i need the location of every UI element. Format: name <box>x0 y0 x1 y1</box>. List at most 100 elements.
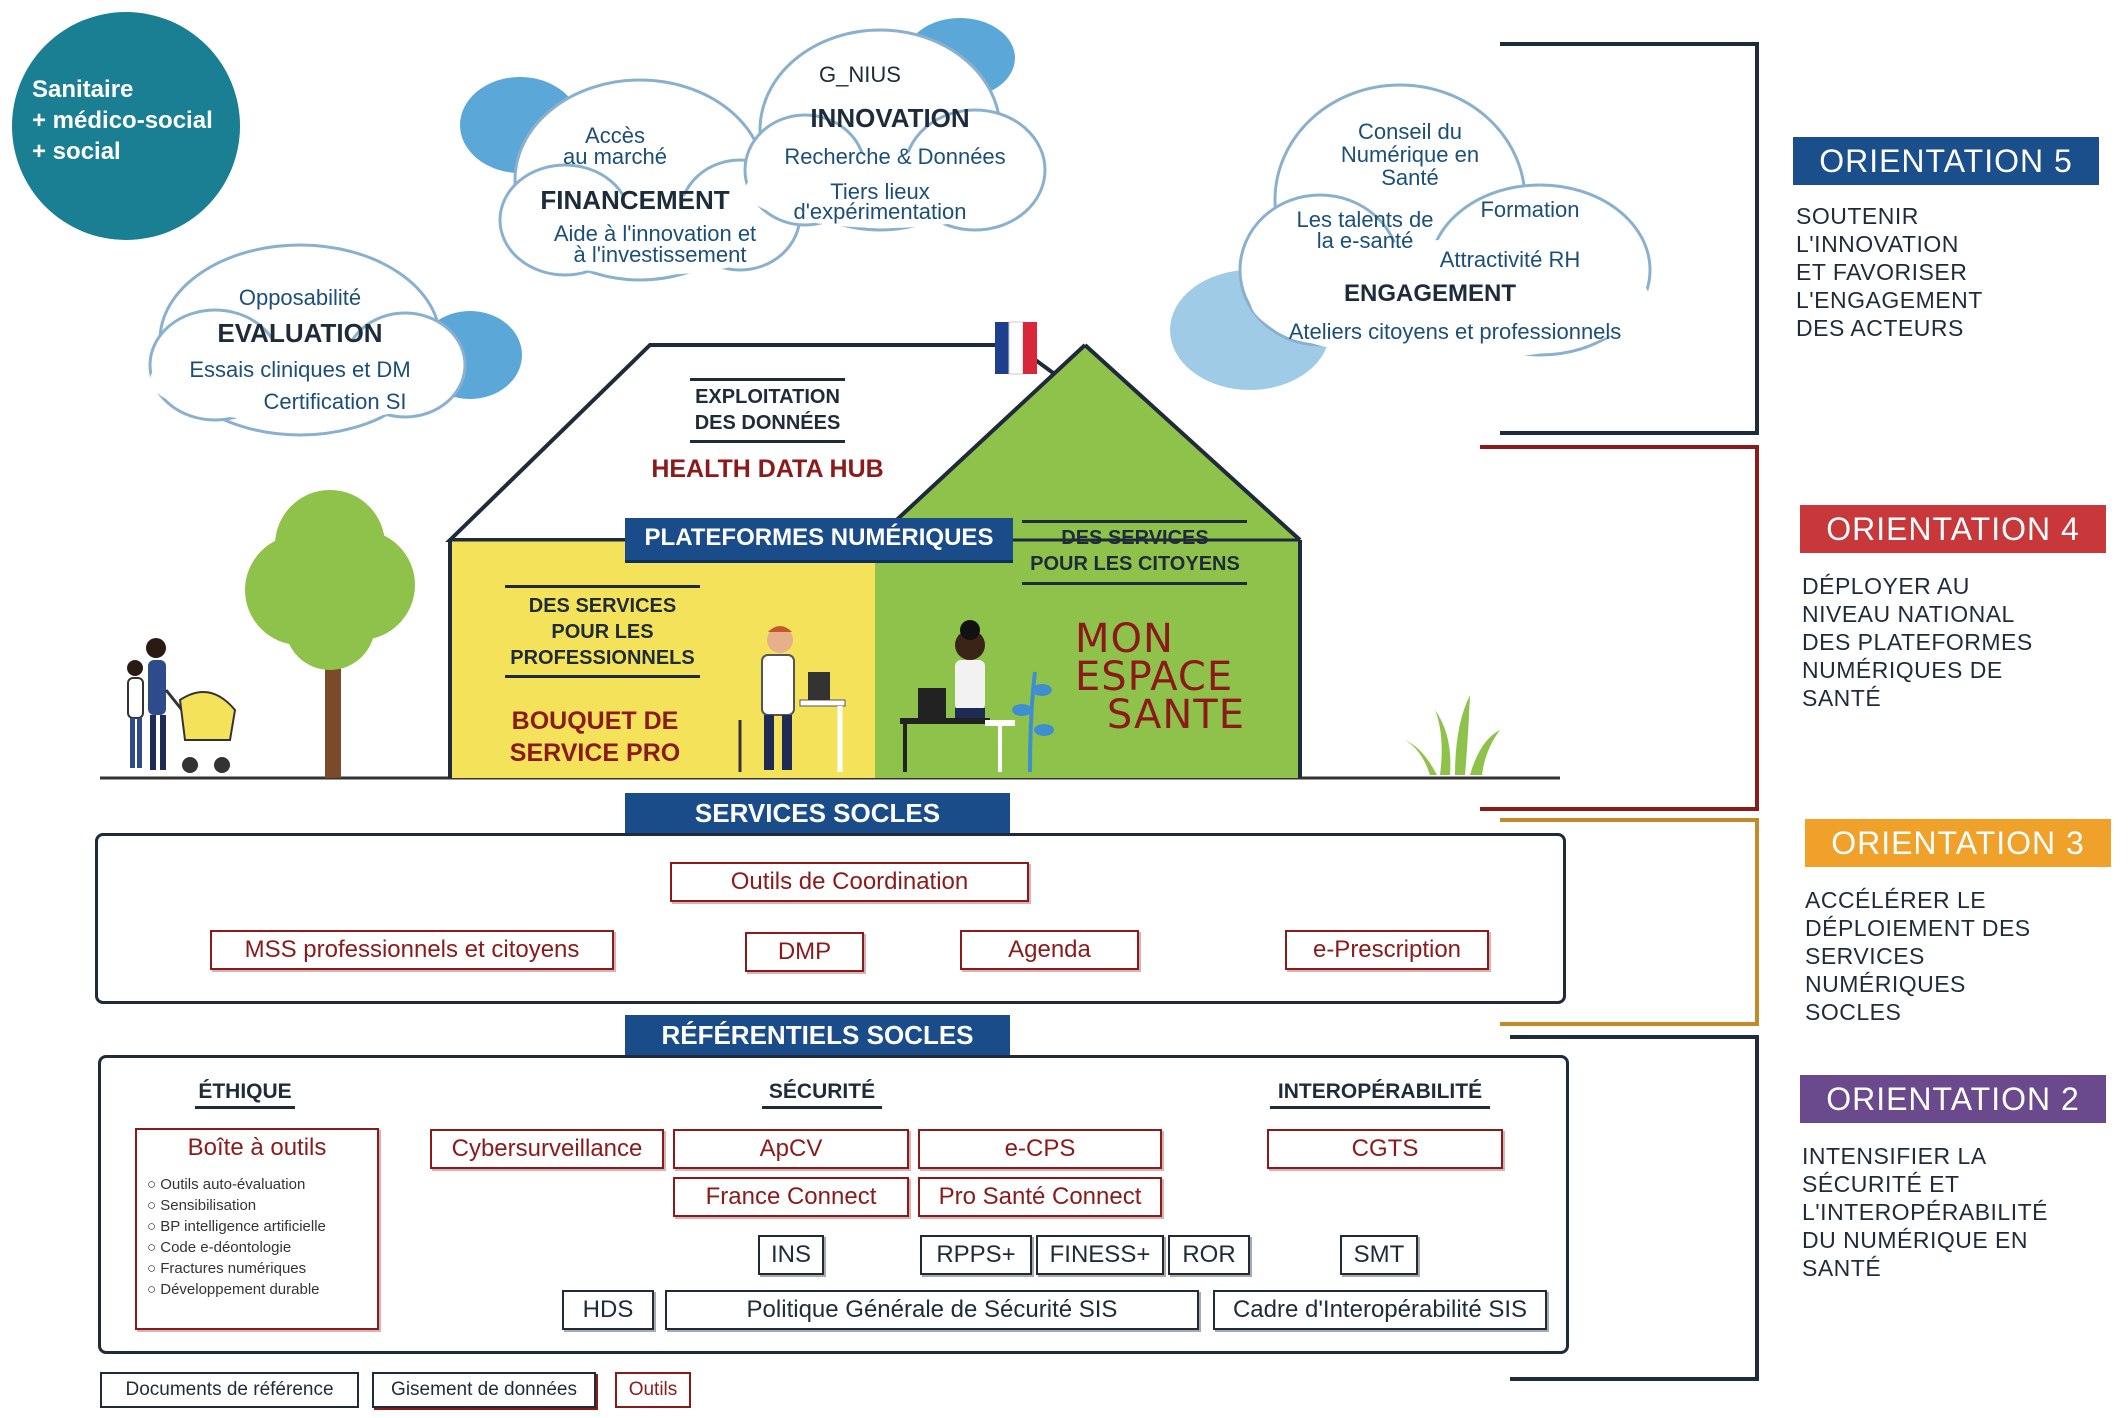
ethique-heading: ÉTHIQUE <box>195 1080 295 1109</box>
plateformes-numeriques-band: PLATEFORMES NUMÉRIQUES <box>625 518 1013 560</box>
yellow-wall <box>450 540 875 778</box>
sector-line: Sanitaire <box>32 76 134 103</box>
tool-item: ○ Outils auto-évaluation <box>147 1176 306 1193</box>
orientation-4-badge: ORIENTATION 4 <box>1800 505 2106 553</box>
divider <box>1022 520 1247 523</box>
boite-title: Boîte à outils <box>187 1134 327 1161</box>
cloud-engagement-formation: Formation <box>1480 197 1580 222</box>
ecps-box: e-CPS <box>918 1129 1162 1169</box>
cloud-financement-line1: Aide à l'innovation et <box>553 221 757 246</box>
bouquet-line-2: SERVICE PRO <box>509 739 681 767</box>
cloud-financement-top1: Accès <box>585 123 645 148</box>
boite-a-outils-box: Boîte à outils ○ Outils auto-évaluation … <box>135 1128 379 1330</box>
cloud-innovation-line1: Recherche & Données <box>784 144 1006 169</box>
services-socles-band: SERVICES SOCLES <box>625 793 1010 833</box>
green-gable <box>875 345 1300 540</box>
orientation-3-bracket <box>1500 818 1759 1026</box>
orientation-4-bracket <box>1480 445 1759 811</box>
tool-item: ○ Fractures numériques <box>147 1260 307 1277</box>
cloud-financement-top2: au marché <box>563 144 667 169</box>
mon-espace-sante-logo: MON ESPACE SANTE <box>1075 616 1245 738</box>
cloud-evaluation-top: Opposabilité <box>238 285 362 310</box>
cloud-innovation-title: INNOVATION <box>810 103 970 133</box>
cloud-engagement-top2: Numérique en <box>1340 142 1480 167</box>
legend-documents: Documents de référence <box>100 1372 359 1408</box>
evaluation-cloud <box>148 243 522 437</box>
cloud-innovation-line3: d'expérimentation <box>793 199 967 224</box>
divider <box>690 378 845 381</box>
tool-item: ○ Sensibilisation <box>147 1197 257 1214</box>
family-with-stroller <box>127 638 237 773</box>
tool-item: ○ Code e-déontologie <box>147 1239 292 1256</box>
coordination-box: Outils de Coordination <box>670 862 1029 902</box>
interoperabilite-heading: INTEROPÉRABILITÉ <box>1270 1080 1490 1109</box>
cloud-engagement-rh: Attractivité RH <box>1439 247 1581 272</box>
tool-item: ○ Développement durable <box>147 1281 320 1298</box>
agenda-box: Agenda <box>960 930 1139 970</box>
cloud-financement-title: FINANCEMENT <box>540 185 730 215</box>
cloud-evaluation-line2: Certification SI <box>263 389 407 414</box>
orientation-5-bracket <box>1500 42 1759 435</box>
tool-item: ○ BP intelligence artificielle <box>147 1218 326 1235</box>
legend-outils: Outils <box>615 1372 691 1408</box>
orientation-2-badge: ORIENTATION 2 <box>1800 1075 2106 1123</box>
green-wall <box>875 540 1300 778</box>
cloud-engagement-title: ENGAGEMENT <box>1343 280 1516 307</box>
financement-cloud <box>460 77 802 282</box>
pgssi-box: Politique Générale de Sécurité SIS <box>665 1290 1199 1330</box>
logo-line: SANTE <box>1106 692 1245 738</box>
smt-box: SMT <box>1340 1235 1418 1275</box>
cisis-box: Cadre d'Interopérabilité SIS <box>1213 1290 1547 1330</box>
cloud-engagement-top3: Santé <box>1381 165 1439 190</box>
tree-illustration <box>245 490 415 778</box>
dmp-box: DMP <box>745 932 864 972</box>
exploitation-label-1: EXPLOITATION <box>695 386 840 408</box>
finess-box: FINESS+ <box>1036 1235 1164 1275</box>
pro-services-3: PROFESSIONNELS <box>510 647 695 669</box>
mss-box: MSS professionnels et citoyens <box>210 930 614 970</box>
cloud-engagement-top1: Conseil du <box>1358 119 1462 144</box>
legend-gisement: Gisement de données <box>372 1372 596 1408</box>
ins-box: INS <box>758 1235 824 1275</box>
ror-box: ROR <box>1168 1235 1250 1275</box>
logo-line: MON <box>1075 616 1174 662</box>
eprescription-box: e-Prescription <box>1285 930 1489 970</box>
citizen-services-1: DES SERVICES <box>1061 527 1209 549</box>
divider <box>1022 582 1247 585</box>
cybersurveillance-box: Cybersurveillance <box>430 1129 664 1169</box>
cloud-engagement-talents2: la e-santé <box>1316 228 1414 253</box>
referentiels-socles-band: RÉFÉRENTIELS SOCLES <box>625 1015 1010 1055</box>
cgts-box: CGTS <box>1267 1129 1503 1169</box>
cloud-engagement-bottom: Ateliers citoyens et professionnels <box>1288 319 1622 344</box>
grass-tuft <box>1405 695 1500 775</box>
cloud-engagement-talents1: Les talents de <box>1296 207 1434 232</box>
cloud-innovation-line2: Tiers lieux <box>830 179 930 204</box>
sector-circle: Sanitaire + médico-social + social <box>12 12 240 240</box>
exploitation-label-2: DES DONNÉES <box>694 412 841 434</box>
sector-line: + médico-social <box>32 107 213 134</box>
cloud-evaluation-line1: Essais cliniques et DM <box>189 357 411 382</box>
france-connect-box: France Connect <box>673 1177 909 1217</box>
health-data-hub: HEALTH DATA HUB <box>651 455 884 483</box>
securite-heading: SÉCURITÉ <box>762 1080 882 1109</box>
citizen-services-2: POUR LES CITOYENS <box>1030 553 1240 575</box>
pro-sante-connect-box: Pro Santé Connect <box>918 1177 1162 1217</box>
divider <box>505 585 700 588</box>
pro-services-1: DES SERVICES <box>528 595 677 617</box>
hds-box: HDS <box>562 1290 654 1330</box>
sector-line: + social <box>32 138 121 165</box>
cloud-evaluation-title: EVALUATION <box>217 318 383 348</box>
cloud-financement-line2: à l'investissement <box>573 242 747 267</box>
french-flag-chimney <box>995 321 1037 375</box>
engagement-cloud <box>1170 83 1652 390</box>
innovation-cloud <box>743 18 1047 232</box>
orientation-3-badge: ORIENTATION 3 <box>1805 819 2111 867</box>
orientation-2-bracket <box>1510 1035 1759 1381</box>
bouquet-line-1: BOUQUET DE <box>511 707 679 735</box>
services-socles-panel <box>95 833 1566 1004</box>
orientation-5-badge: ORIENTATION 5 <box>1793 137 2099 185</box>
citizen-illustration <box>900 620 1054 773</box>
